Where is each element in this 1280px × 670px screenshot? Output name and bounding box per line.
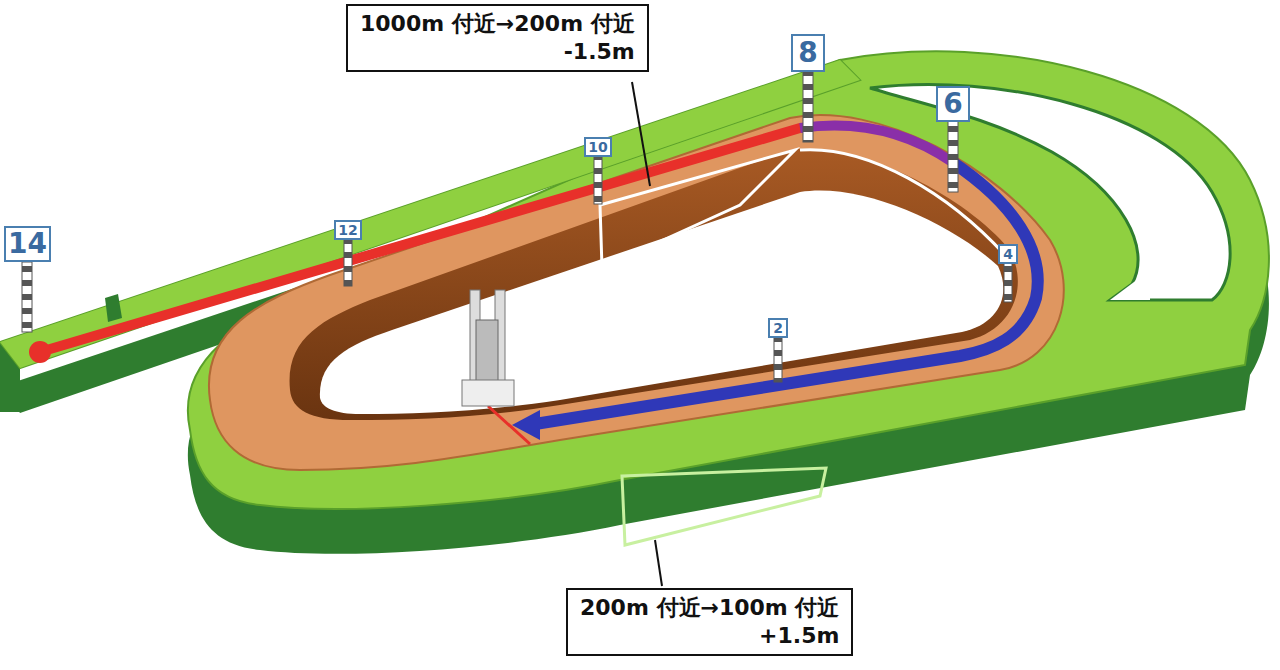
leader-line [632,82,650,186]
distance-marker: 2 [768,318,788,338]
chute-notch [105,294,122,322]
dirt-track [209,115,1064,470]
finish-line [488,406,530,444]
callout-text: -1.5m [360,38,635,66]
callout-text: +1.5m [580,622,839,650]
callout-box: 200m 付近→100m 付近+1.5m [566,588,853,656]
distance-posts [22,72,1012,382]
callout-text: 200m 付近→100m 付近 [580,594,839,622]
turf-gap-arrow [1110,270,1150,300]
distance-marker: 6 [936,86,970,122]
infield [320,190,1003,414]
start-point [29,341,51,363]
inner-rail [800,150,1005,255]
callout-box: 1000m 付近→200m 付近-1.5m [346,4,649,72]
distance-marker: 4 [998,244,1018,264]
leader-line [655,540,662,586]
finish-stand [462,290,514,406]
infield-wall [290,149,1018,420]
turf-course [0,51,1269,508]
course-blue [535,162,1038,424]
slope-down-zone [600,150,795,268]
distance-marker: 10 [584,137,611,157]
course-arrowhead [512,410,540,440]
slope-up-zone [622,468,826,545]
distance-marker: 12 [334,220,361,240]
callout-text: 1000m 付近→200m 付近 [360,10,635,38]
start-line-red [40,128,800,352]
distance-marker: 14 [4,226,51,262]
distance-marker: 8 [791,34,825,72]
course-purple [800,126,952,162]
